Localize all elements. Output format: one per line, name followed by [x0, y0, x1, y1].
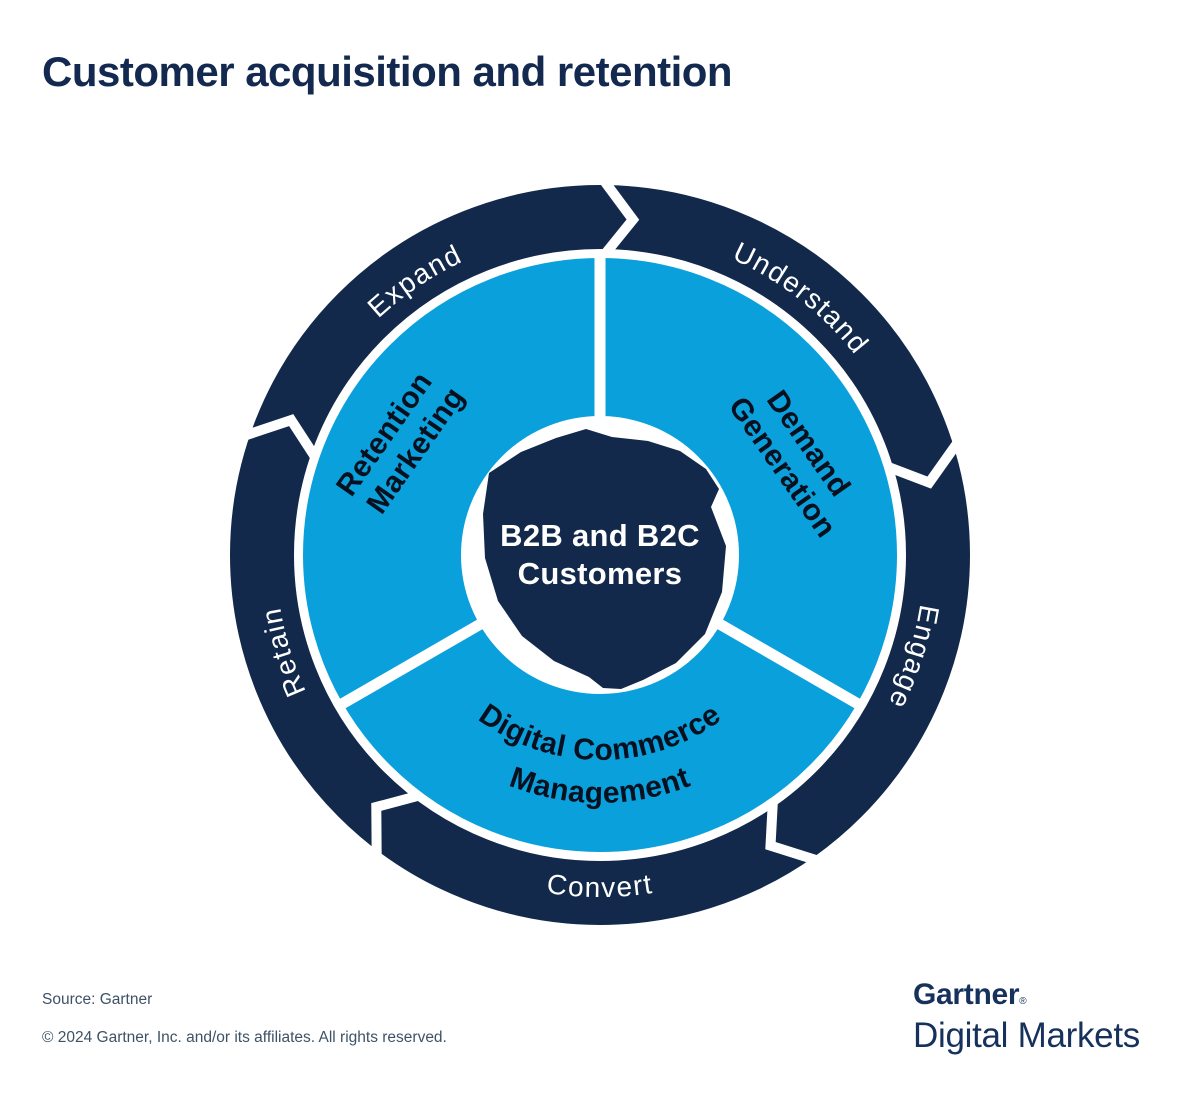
source-note: Source: Gartner: [42, 991, 153, 1008]
logo-sub-text: Digital Markets: [913, 1016, 1140, 1055]
center-label-line2: Customers: [518, 556, 683, 591]
gartner-digital-markets-logo: Gartner® Digital Markets: [913, 978, 1140, 1055]
stage-label-convert: Convert: [545, 868, 655, 903]
arrow-gap-bottom-right-icon: [765, 794, 823, 867]
arrow-gap-top-icon: [597, 174, 640, 263]
page-title: Customer acquisition and retention: [42, 48, 733, 95]
divider-bottom-right: [708, 614, 867, 712]
logo-brand-text: Gartner: [913, 978, 1020, 1011]
cycle-arrow-gaps: [239, 174, 964, 867]
divider-bottom-left: [333, 614, 492, 712]
center-blob: [483, 429, 726, 689]
sector-dividers: [333, 251, 867, 712]
arrow-gap-bottom-left-icon: [371, 789, 427, 861]
outer-cycle-ring: [230, 185, 970, 925]
copyright-note: © 2024 Gartner, Inc. and/or its affiliat…: [42, 1029, 447, 1046]
arrow-gap-right-icon: [880, 436, 964, 489]
arrow-gap-left-icon: [239, 414, 323, 466]
center-label-line1: B2B and B2C: [500, 518, 700, 553]
registered-trademark-icon: ®: [1019, 996, 1027, 1007]
